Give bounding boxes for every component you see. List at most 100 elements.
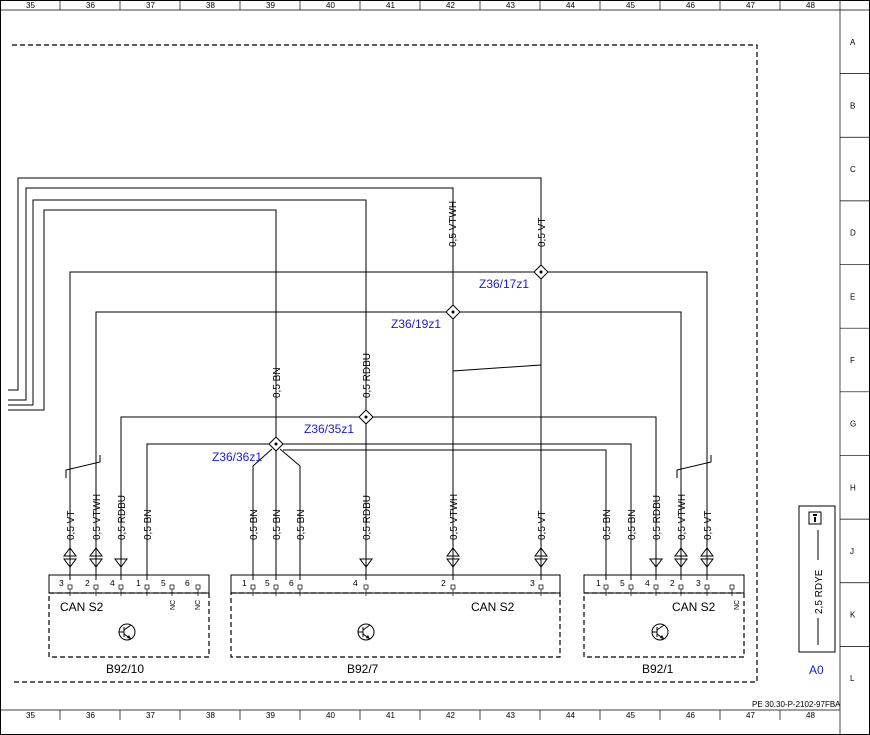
grid-column-label: 45 (626, 1, 635, 10)
wire-label: 0,5 VTWH (448, 201, 459, 247)
wire-label: 0,5 VT (537, 511, 548, 540)
wire-bn-to-b92-1-b (283, 449, 607, 580)
grid-column-label: 43 (506, 711, 515, 720)
dashed-frame (12, 44, 758, 683)
wire-label: 0,5 RDBU (117, 495, 128, 540)
wire-vtwh-to-b92-1 (460, 311, 682, 548)
grid-row-label: B (850, 101, 855, 110)
pin-number: 4 (110, 578, 115, 588)
grid-column-label: 38 (206, 1, 215, 10)
grid-column-label: 41 (386, 1, 395, 10)
wire-label: 0,5 RDBU (362, 353, 373, 398)
pin-number: 1 (596, 578, 601, 588)
grid-column-label: 46 (686, 1, 695, 10)
pin-number: 2 (441, 578, 446, 588)
component-b92-7: CAN S2 B92/7 (230, 574, 561, 676)
wire-rdbu-main (8, 199, 367, 410)
grid-column-label: 48 (806, 1, 815, 10)
info-icon (808, 511, 822, 525)
twist-mark (676, 455, 712, 478)
grid-row-label: K (850, 611, 856, 620)
wire-vtwh-to-b92-10 (95, 311, 446, 548)
splice-label: Z36/17z1 (479, 277, 529, 291)
grid-column-label: 47 (746, 711, 755, 720)
wire-rdbu-to-b92-1 (373, 416, 657, 556)
splice-z36-19z1 (445, 304, 461, 320)
pin-stub (195, 584, 201, 590)
component-label: B92/1 (642, 662, 674, 676)
wire-label: 0,5 VT (537, 218, 548, 247)
grid-column-label: 41 (386, 711, 395, 720)
legend-box: 2,5 RDYE (798, 505, 836, 653)
component-label: B92/10 (106, 662, 144, 676)
grid-row-label: F (850, 356, 855, 365)
splice-z36-17z1 (533, 264, 549, 280)
pin-stub (729, 584, 735, 590)
pin-number: 6 (185, 578, 190, 588)
grid-column-label: 46 (686, 711, 695, 720)
pin-stub (363, 584, 369, 590)
pin-number: 3 (59, 578, 64, 588)
wire-label: 0,5 BN (272, 509, 283, 540)
wire-label: 0,5 BN (602, 509, 613, 540)
can-label: CAN S2 (60, 600, 104, 614)
input-connector-icon (359, 556, 373, 580)
wire-bn-to-b92-10 (146, 443, 269, 580)
document-code: PE 30.30-P-2102-97FBA (752, 700, 841, 709)
wire-rdbu-to-b92-10 (120, 416, 359, 556)
wire-label: 0,5 VT (703, 511, 714, 540)
nc-label: NC (195, 600, 202, 610)
wire-label: 0,5 RDBU (652, 495, 663, 540)
transistor-icon (118, 623, 136, 641)
component-label: B92/7 (347, 662, 379, 676)
pin-number: 5 (620, 578, 625, 588)
can-label: CAN S2 (672, 600, 716, 614)
grid-column-label: 37 (146, 1, 155, 10)
grid-row-label: L (850, 674, 855, 683)
grid-row-label: J (850, 547, 854, 556)
wire-label: 0,5 BN (143, 509, 154, 540)
bidirectional-connector-icon (446, 547, 460, 580)
wire-label: 0,5 BN (627, 509, 638, 540)
legend-label: A0 (809, 663, 824, 677)
wire-label: 0,5 VT (66, 511, 77, 540)
pin-stub (93, 584, 99, 590)
pin-stub (67, 584, 73, 590)
pin-number: 4 (353, 578, 358, 588)
wire-bn-to-b92-7-1 (252, 448, 273, 580)
grid-row-label: E (850, 292, 855, 301)
pin-stub (250, 584, 256, 590)
bidirectional-connector-icon (63, 547, 77, 580)
pin-number: 2 (85, 578, 90, 588)
grid-column-label: 42 (446, 711, 455, 720)
component-b92-10: CAN S2 B92/10 (48, 574, 210, 676)
wire-bn-main (8, 209, 277, 438)
twist-mark (452, 358, 542, 380)
grid-column-label: 43 (506, 1, 515, 10)
wire-label: 0,5 BN (249, 509, 260, 540)
component-b92-1: CAN S2 B92/1 (583, 574, 745, 676)
bidirectional-connector-icon (89, 547, 103, 580)
input-connector-icon (114, 556, 128, 580)
can-label: CAN S2 (471, 600, 515, 614)
wire-vt-to-b92-1 (548, 271, 708, 548)
grid-column-label: 39 (266, 1, 275, 10)
pin-stub (704, 584, 710, 590)
input-connector-icon (649, 556, 663, 580)
splice-z36-36z1 (268, 436, 284, 452)
splice-label: Z36/35z1 (304, 422, 354, 436)
grid-column-label: 35 (26, 1, 35, 10)
grid-column-label: 40 (326, 1, 335, 10)
grid-column-label: 35 (26, 711, 35, 720)
wire-label: 0,5 BN (296, 509, 307, 540)
wire-bn-to-b92-7-6 (279, 448, 301, 580)
wire-vt-main (8, 177, 542, 391)
grid-column-label: 48 (806, 711, 815, 720)
pin-number: 3 (530, 578, 535, 588)
pin-number: 5 (161, 578, 166, 588)
pin-stub (603, 584, 609, 590)
grid-row-label: C (850, 165, 856, 174)
pin-stub (144, 584, 150, 590)
grid-row-label: G (850, 420, 856, 429)
